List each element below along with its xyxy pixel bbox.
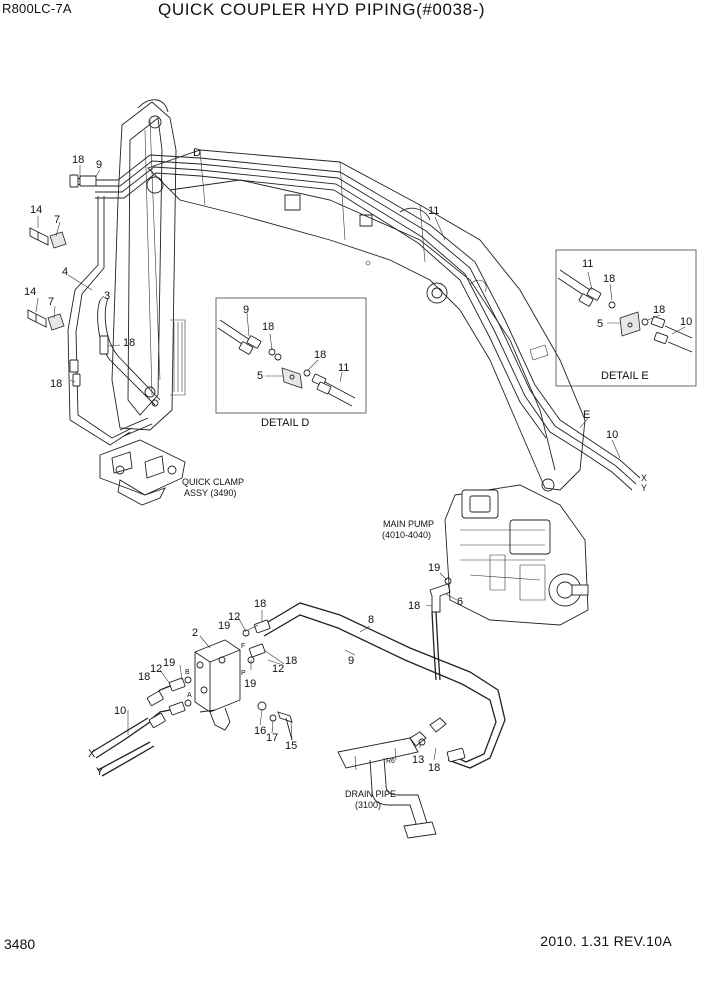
callout-D: D	[193, 147, 201, 159]
detail-e-drawing	[557, 269, 693, 353]
callout-5: 5	[257, 370, 263, 382]
callout-19: 19	[163, 657, 175, 669]
callout-12: 12	[228, 611, 240, 623]
callout-15: 15	[285, 740, 297, 752]
quick-clamp-label-1: QUICK CLAMP	[182, 477, 244, 487]
callout-B: B	[185, 669, 190, 676]
callout-18: 18	[653, 304, 665, 316]
callout-19: 19	[244, 678, 256, 690]
callout-18: 18	[262, 321, 274, 333]
callout-18: 18	[138, 671, 150, 683]
callout-14: 14	[30, 204, 42, 216]
callout-7: 7	[48, 296, 54, 308]
quick-clamp-label-2: ASSY (3490)	[184, 488, 236, 498]
callout-11: 11	[338, 362, 349, 374]
callout-A: A	[187, 692, 192, 699]
callout-18: 18	[314, 349, 326, 361]
callout-14: 14	[24, 286, 36, 298]
callout-18: 18	[428, 762, 440, 774]
callout-12: 12	[150, 663, 162, 675]
leader-lines	[35, 165, 686, 761]
fittings-drawing	[168, 577, 452, 747]
callout-18: 18	[408, 600, 420, 612]
detail-d-label: DETAIL D	[261, 417, 309, 429]
callout-Y: Y	[96, 766, 104, 778]
callout-18: 18	[123, 337, 135, 349]
callout-18: 18	[603, 273, 615, 285]
callout-11: 11	[428, 205, 439, 217]
model-code: R800LC-7A	[2, 1, 72, 16]
callout-9: 9	[96, 159, 102, 171]
callout-X: X	[641, 473, 647, 483]
callout-13: 13	[412, 754, 424, 766]
callout-E: E	[583, 409, 590, 421]
callout-10: 10	[680, 316, 692, 328]
page-title: QUICK COUPLER HYD PIPING(#0038-)	[158, 0, 486, 19]
callout-19: 19	[428, 562, 440, 574]
pump-hoses	[91, 602, 506, 777]
callout-5: 5	[597, 318, 603, 330]
drain-pipe-label-1: DRAIN PIPE	[345, 789, 396, 799]
boom-hoses	[67, 154, 641, 491]
callout-4: 4	[62, 266, 68, 278]
main-pump-label-1: MAIN PUMP	[383, 519, 434, 529]
callout-18: 18	[285, 655, 297, 667]
callout-8: 8	[368, 614, 374, 626]
quick-clamp-assy-drawing	[99, 439, 186, 506]
callout-X: X	[88, 748, 96, 760]
callout-9: 9	[243, 304, 249, 316]
revision-date: 2010. 1.31 REV.10A	[540, 933, 672, 949]
callout-10: 10	[606, 429, 618, 441]
callout-P: P	[241, 670, 246, 677]
clamp-parts	[27, 227, 67, 331]
callout-Y: Y	[641, 483, 647, 493]
callout-17: 17	[266, 732, 278, 744]
callout-2: 2	[192, 627, 198, 639]
callout-10: 10	[114, 705, 126, 717]
callout-16: 16	[254, 725, 266, 737]
detail-d-drawing	[217, 319, 356, 407]
valve-block-drawing	[194, 639, 241, 731]
callout-3: 3	[104, 290, 110, 302]
drain-pipe-drawing	[337, 737, 437, 839]
callout-7: 7	[54, 214, 60, 226]
detail-d-box	[215, 297, 367, 414]
main-pump-drawing	[444, 484, 589, 626]
boom-arm-drawing	[111, 99, 586, 492]
callout-12: 12	[272, 663, 284, 675]
callout-18: 18	[254, 598, 266, 610]
drain-pipe-label-2: (3100)	[355, 800, 381, 810]
callout-6: 6	[457, 596, 463, 608]
callout-R6: R6	[386, 758, 395, 765]
callout-19: 19	[218, 620, 230, 632]
detail-e-box	[555, 249, 697, 387]
detail-labels: DETAIL D DETAIL E QUICK CLAMP ASSY (3490…	[182, 370, 649, 810]
callout-numbers: 18 9 D 14 7 4 3 14 7 18 18 11 9 18 18 5 …	[24, 147, 692, 778]
callout-F: F	[241, 643, 245, 650]
detail-e-label: DETAIL E	[601, 370, 649, 382]
main-pump-label-2: (4010-4040)	[382, 530, 431, 540]
page-number: 3480	[4, 936, 36, 952]
callout-18: 18	[50, 378, 62, 390]
callout-11: 11	[582, 258, 593, 270]
callout-9: 9	[348, 655, 354, 667]
callout-18: 18	[72, 154, 84, 166]
